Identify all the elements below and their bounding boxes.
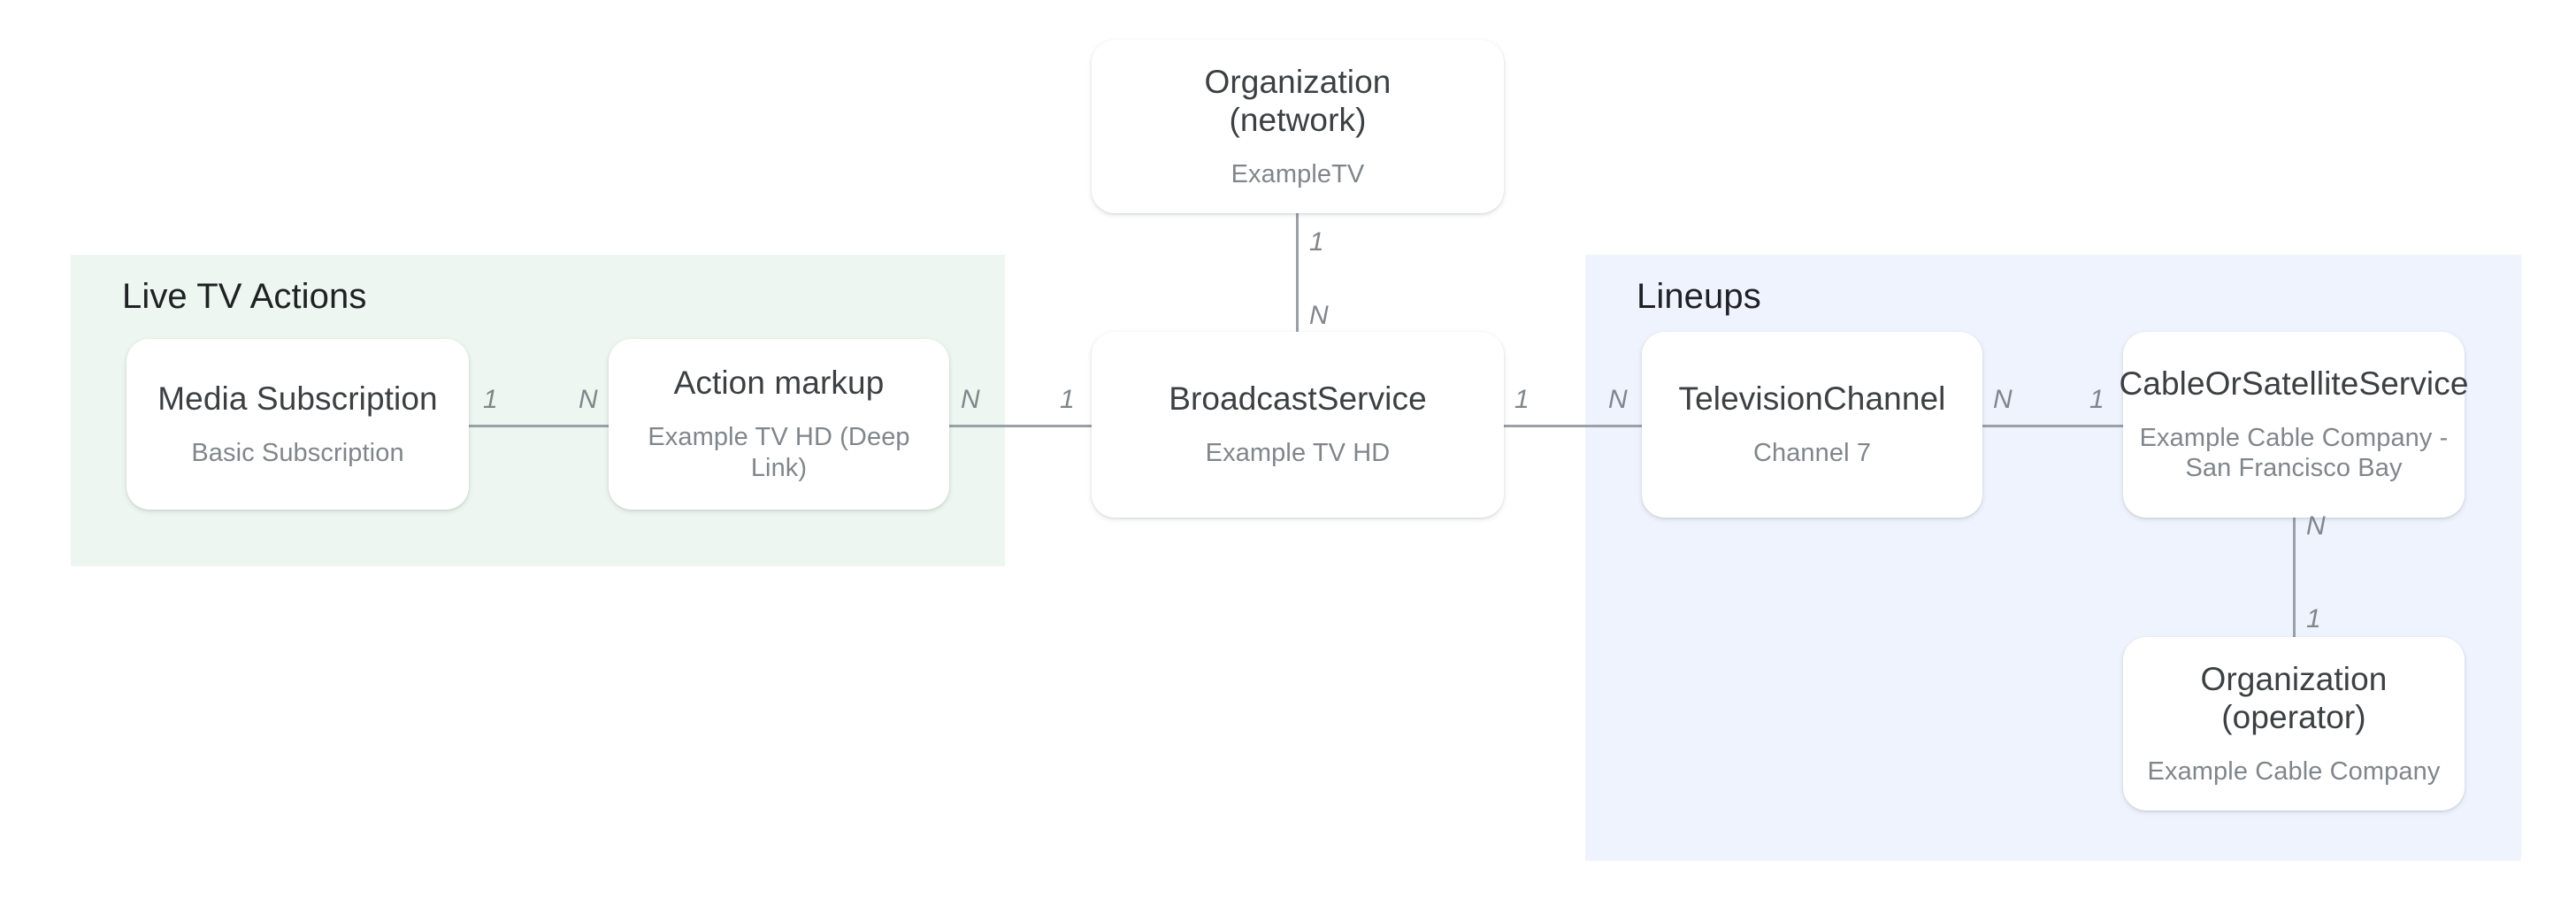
cardinality-label-action-markup-to-broadcast-service-0: N	[961, 385, 980, 414]
edge-action-markup-to-broadcast-service	[948, 425, 1092, 427]
cardinality-label-broadcast-service-to-television-channel-1: N	[1608, 385, 1628, 414]
cardinality-label-media-subscription-to-action-markup-1: N	[579, 385, 598, 414]
node-title-broadcast-service: BroadcastService	[1169, 380, 1427, 418]
node-subtitle-organization-network: ExampleTV	[1230, 159, 1365, 188]
node-title-media-subscription: Media Subscription	[157, 380, 438, 417]
cardinality-label-cable-or-satellite-service-to-organization-operator-1: 1	[2306, 604, 2321, 633]
cardinality-label-television-channel-to-cable-or-satellite-service-0: N	[1993, 385, 2012, 414]
cardinality-label-broadcast-service-to-television-channel-0: 1	[1514, 385, 1530, 414]
node-subtitle-broadcast-service: Example TV HD	[1205, 439, 1391, 468]
edge-organization-network-to-broadcast-service	[1296, 213, 1299, 332]
cardinality-label-organization-network-to-broadcast-service-0: 1	[1309, 227, 1324, 257]
edge-broadcast-service-to-television-channel	[1504, 425, 1642, 427]
cardinality-label-cable-or-satellite-service-to-organization-operator-0: N	[2306, 511, 2326, 541]
node-title-action-markup: Action markup	[673, 365, 885, 402]
node-title-organization-network: Organization (network)	[1204, 63, 1392, 138]
node-title-television-channel: TelevisionChannel	[1678, 380, 1946, 418]
node-organization-operator[interactable]: Organization (operator) Example Cable Com…	[2123, 637, 2465, 810]
node-title-cable-or-satellite-service: CableOrSatelliteService	[2119, 365, 2469, 402]
cardinality-label-media-subscription-to-action-markup-0: 1	[483, 385, 498, 414]
cardinality-label-action-markup-to-broadcast-service-1: 1	[1060, 385, 1075, 414]
edge-cable-or-satellite-service-to-organization-operator	[2293, 518, 2296, 639]
node-subtitle-media-subscription: Basic Subscription	[191, 438, 404, 467]
node-subtitle-cable-or-satellite-service: Example Cable Company - San Francisco Ba…	[2139, 423, 2449, 483]
group-title-live-tv-actions: Live TV Actions	[122, 277, 367, 316]
edge-television-channel-to-cable-or-satellite-service	[1982, 425, 2123, 427]
edge-media-subscription-to-action-markup	[469, 425, 609, 427]
cardinality-label-television-channel-to-cable-or-satellite-service-1: 1	[2089, 385, 2104, 414]
cardinality-label-organization-network-to-broadcast-service-1: N	[1309, 301, 1329, 330]
group-title-lineups: Lineups	[1637, 277, 1761, 316]
node-subtitle-television-channel: Channel 7	[1752, 439, 1872, 468]
node-organization-network[interactable]: Organization (network) ExampleTV	[1092, 40, 1504, 213]
node-title-organization-operator: Organization (operator)	[2200, 660, 2388, 735]
node-subtitle-organization-operator: Example Cable Company	[2147, 756, 2441, 786]
node-subtitle-action-markup: Example TV HD (Deep Link)	[648, 423, 910, 482]
